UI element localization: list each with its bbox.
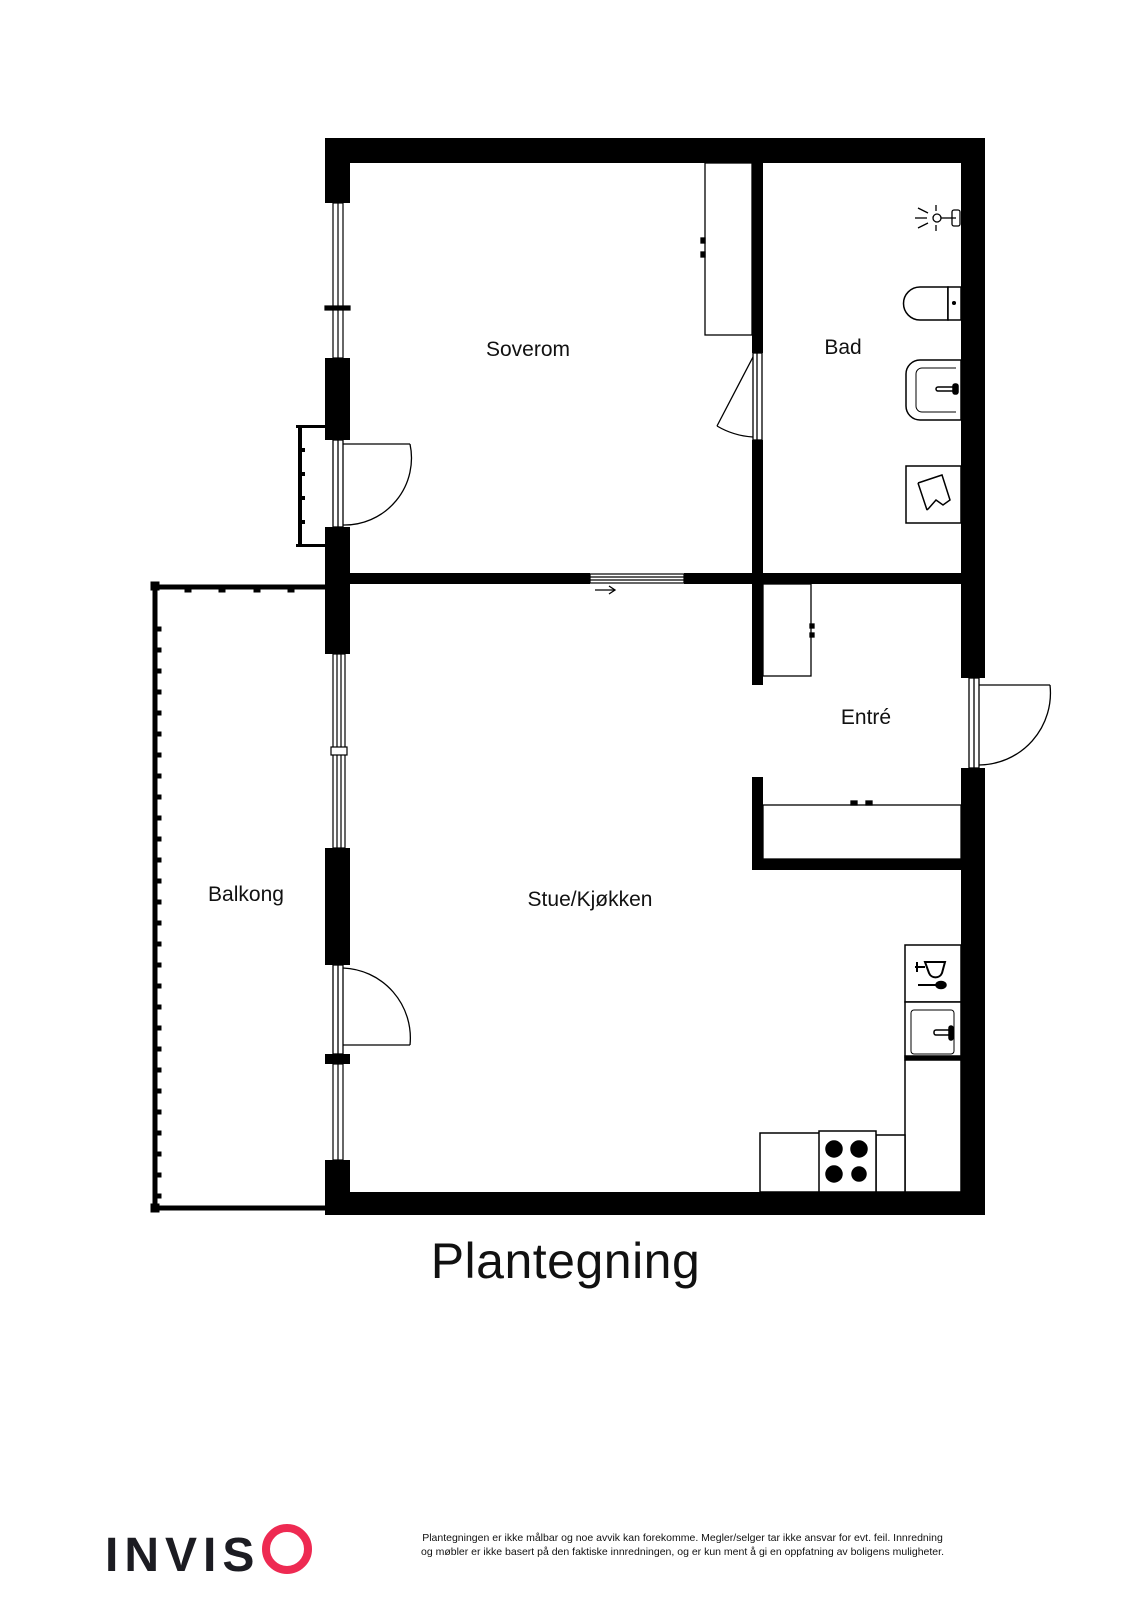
entrance-closet-upper: [762, 583, 815, 677]
wardrobe-icon: [700, 162, 753, 336]
room-label-balkong: Balkong: [208, 883, 284, 906]
room-label-stue-kjokken: Stue/Kjøkken: [527, 888, 653, 911]
kitchen-sink-icon: [904, 1001, 962, 1061]
floor-plan-drawing: [150, 138, 1052, 1215]
logo-text: INVIS: [105, 1529, 261, 1582]
dishwasher-icon: [904, 944, 962, 1003]
windows: [324, 202, 685, 1161]
room-label-soverom: Soverom: [485, 338, 571, 361]
balcony-railing: [150, 581, 326, 1213]
washing-machine-icon: [905, 465, 962, 524]
room-label-entre: Entré: [840, 706, 892, 729]
inviso-logo: INVIS: [105, 1524, 313, 1582]
disclaimer: Plantegningen er ikke målbar og noe avvi…: [390, 1531, 975, 1559]
walls: [325, 138, 985, 1215]
bedroom-balcony-rail: [296, 425, 326, 547]
disclaimer-line-1: Plantegningen er ikke målbar og noe avvi…: [422, 1532, 943, 1544]
toilet-icon: [902, 286, 962, 321]
room-label-bad: Bad: [824, 336, 862, 359]
stove-icon: [818, 1130, 877, 1193]
shower-icon: [915, 205, 961, 231]
floor-plan: Soverom Bad Entré Stue/Kjøkken Balkong: [150, 138, 1052, 1215]
doors: [332, 352, 1052, 1055]
logo-accent-o-icon: [262, 1524, 313, 1574]
disclaimer-line-2: og møbler er ikke basert på den faktiske…: [421, 1546, 944, 1558]
bathroom-sink-icon: [905, 359, 962, 421]
entrance-wardrobe: [762, 800, 962, 860]
kitchen-counter: [759, 1059, 962, 1193]
plan-title: Plantegning: [430, 1233, 701, 1289]
